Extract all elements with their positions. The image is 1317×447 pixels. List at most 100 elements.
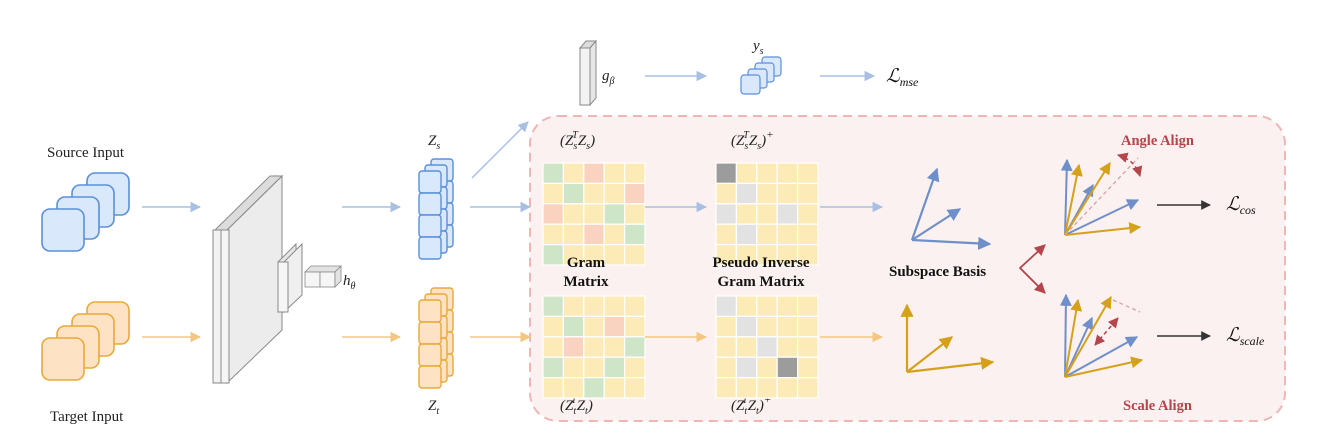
angle-align-vectors	[1060, 152, 1143, 236]
matrix-cell	[796, 315, 819, 338]
matrix-cell	[756, 295, 778, 317]
matrix-cell	[623, 223, 646, 246]
matrix-cell	[603, 162, 626, 184]
matrix-cell	[776, 203, 799, 225]
matrix-cell	[756, 356, 778, 379]
feature-cell	[418, 365, 442, 389]
matrix-cell	[756, 203, 778, 225]
matrix-cell	[583, 377, 605, 399]
gram-t-formula: (ZtTZt)	[560, 395, 593, 417]
matrix-cell	[796, 182, 819, 205]
target-input-label: Target Input	[50, 409, 124, 425]
matrix-cell	[796, 336, 819, 358]
matrix-cell	[583, 356, 605, 379]
matrix-cell	[583, 223, 605, 246]
ys-stack	[740, 56, 782, 95]
feature-cell	[418, 321, 442, 345]
matrix-cell	[583, 336, 605, 358]
matrix-cell	[735, 356, 758, 379]
matrix-cell	[776, 223, 799, 246]
loss-cos-label: ℒcos	[1226, 194, 1256, 217]
matrix-cell	[562, 315, 585, 338]
matrix-cell	[562, 377, 585, 399]
gram-label-line1: Gram	[567, 255, 606, 271]
angle-align-label: Angle Align	[1121, 133, 1194, 149]
matrix-cell	[562, 295, 585, 317]
matrix-cell	[542, 223, 564, 246]
matrix-cell	[542, 336, 564, 358]
pinv-s-formula: (ZsTZs)+	[731, 129, 774, 152]
matrix-cell	[623, 315, 646, 338]
matrix-cell	[756, 315, 778, 338]
matrix-cell	[583, 203, 605, 225]
matrix-cell	[603, 182, 626, 205]
matrix-cell	[603, 203, 626, 225]
matrix-cell	[735, 182, 758, 205]
pinv-matrix-source	[715, 162, 819, 266]
matrix-cell	[756, 223, 778, 246]
matrix-cell	[542, 377, 564, 399]
matrix-cell	[542, 244, 564, 266]
matrix-cell	[735, 336, 758, 358]
matrix-cell	[603, 377, 626, 399]
matrix-cell	[715, 336, 737, 358]
matrix-cell	[735, 162, 758, 184]
matrix-cell	[603, 223, 626, 246]
pinv-t-formula: (ZtTZt)+	[731, 394, 771, 417]
encoder-block	[212, 174, 342, 385]
matrix-cell	[623, 182, 646, 205]
matrix-cell	[715, 356, 737, 379]
matrix-cell	[796, 162, 819, 184]
source-input-label: Source Input	[47, 145, 125, 161]
regressor-label: gβ	[602, 68, 615, 87]
gram-label-line2: Matrix	[564, 274, 609, 290]
matrix-cell	[562, 182, 585, 205]
matrix-cell	[562, 162, 585, 184]
zs-label: Zs	[428, 133, 440, 152]
matrix-cell	[623, 244, 646, 266]
zt-label: Zt	[428, 398, 439, 417]
matrix-cell	[756, 162, 778, 184]
matrix-cell	[623, 336, 646, 358]
loss-mse-label: ℒmse	[886, 66, 919, 89]
pinv-label-line1: Pseudo Inverse	[712, 255, 809, 271]
subspace-basis-label: Subspace Basis	[889, 264, 986, 280]
matrix-cell	[603, 315, 626, 338]
branch-arrow-down	[1019, 267, 1046, 294]
matrix-cell	[756, 336, 778, 358]
loss-scale-label: ℒscale	[1226, 325, 1265, 348]
matrix-cell	[776, 182, 799, 205]
matrix-cell	[796, 295, 819, 317]
matrix-cell	[542, 203, 564, 225]
matrix-cell	[776, 356, 799, 379]
matrix-cell	[796, 203, 819, 225]
matrix-cell	[776, 162, 799, 184]
target-basis-vectors	[900, 303, 995, 374]
encoder-head-label: hθ	[343, 273, 356, 292]
matrix-cell	[623, 356, 646, 379]
matrix-cell	[735, 295, 758, 317]
matrix-cell	[603, 336, 626, 358]
matrix-cell	[603, 244, 626, 266]
target-input-stack	[41, 301, 130, 381]
feature-cell	[418, 236, 442, 260]
matrix-cell	[776, 315, 799, 338]
matrix-cell	[796, 377, 819, 399]
matrix-cell	[796, 356, 819, 379]
scale-align-label: Scale Align	[1123, 398, 1192, 414]
matrix-cell	[583, 295, 605, 317]
matrix-cell	[715, 377, 737, 399]
matrix-cell	[756, 182, 778, 205]
matrix-cell	[623, 162, 646, 184]
pinv-matrix-target	[715, 295, 819, 399]
matrix-cell	[735, 377, 758, 399]
matrix-cell	[796, 223, 819, 246]
matrix-cell	[542, 182, 564, 205]
zs-feature-stack	[418, 158, 454, 260]
matrix-cell	[623, 295, 646, 317]
matrix-cell	[735, 223, 758, 246]
matrix-cell	[715, 295, 737, 317]
matrix-cell	[715, 315, 737, 338]
